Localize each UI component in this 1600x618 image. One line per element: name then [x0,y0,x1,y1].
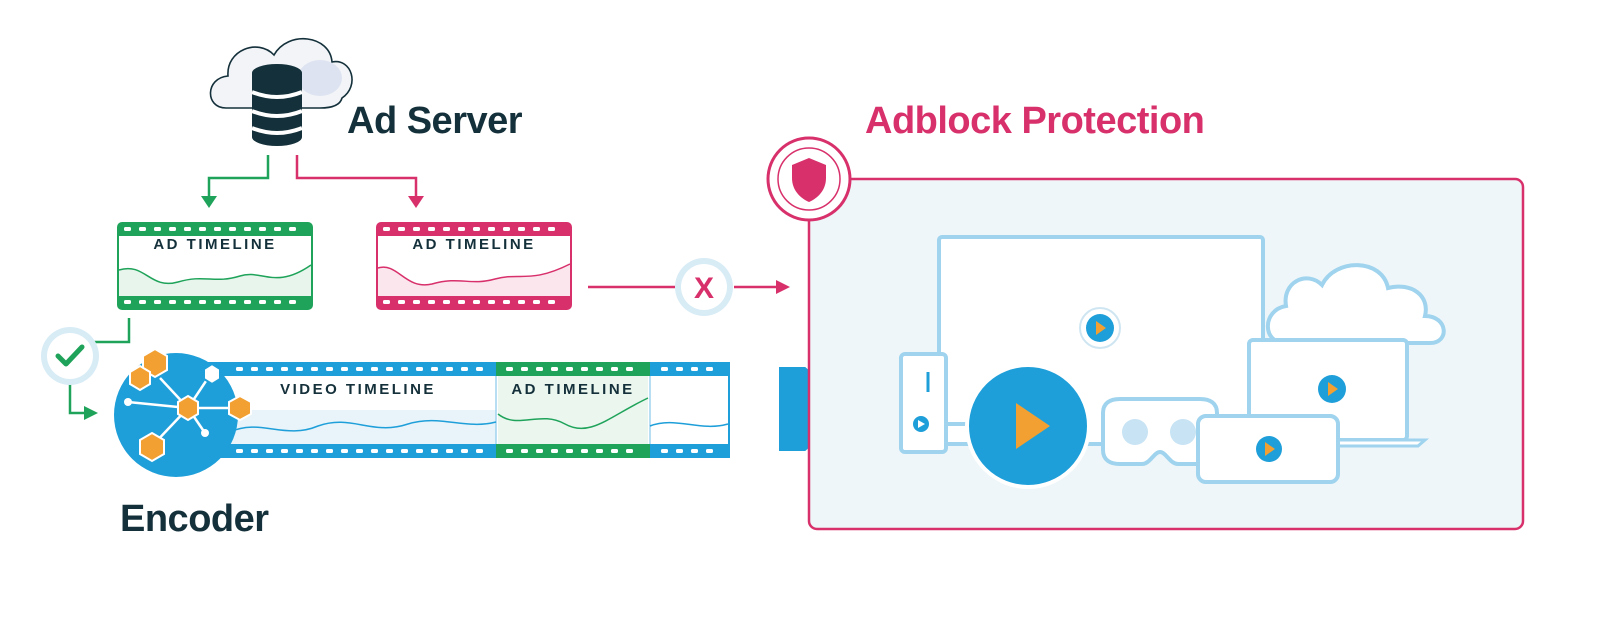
blocked-x-label: X [694,272,714,305]
blocked-connector: X [588,258,790,316]
play-button-icon [965,363,1091,489]
video-timeline: VIDEO TIMELINE AD TIMELINE [200,362,730,458]
ad-server-connector-pink [295,155,424,208]
arrowhead-right [776,280,790,294]
film-perforations [124,227,296,304]
devices-illustration [899,235,1446,489]
film-perforations [236,367,713,453]
ad-timeline-label: AD TIMELINE [511,381,634,398]
vr-headset-icon [1101,397,1219,466]
shield-icon [766,136,852,222]
ad-timeline-label: AD TIMELINE [153,236,276,253]
cloud-icon [1266,263,1446,345]
ad-timeline-accepted: AD TIMELINE [117,222,313,310]
network-nodes [124,375,209,437]
phone-icon [1196,414,1340,484]
arrowhead-down [408,196,424,208]
game-console-icon [899,352,968,454]
arrowhead-down [201,196,217,208]
encoder-icon [114,347,252,477]
hexagon-nodes [129,347,252,463]
adblock-protection-label: Adblock Protection [865,100,1205,142]
ad-server-icon [209,38,353,146]
ad-timeline-label: AD TIMELINE [412,236,535,253]
ad-timeline-rejected: AD TIMELINE [376,222,572,310]
ad-server-connector-green [201,155,270,208]
film-perforations [383,227,555,304]
checkmark-icon [41,327,99,385]
arrowhead-right [84,406,98,420]
encoder-label: Encoder [120,498,269,540]
video-timeline-label: VIDEO TIMELINE [280,381,436,398]
ad-server-label: Ad Server [347,100,523,142]
blocked-x-icon: X [675,258,733,316]
database-icon [251,64,303,146]
accepted-connector [41,318,131,420]
